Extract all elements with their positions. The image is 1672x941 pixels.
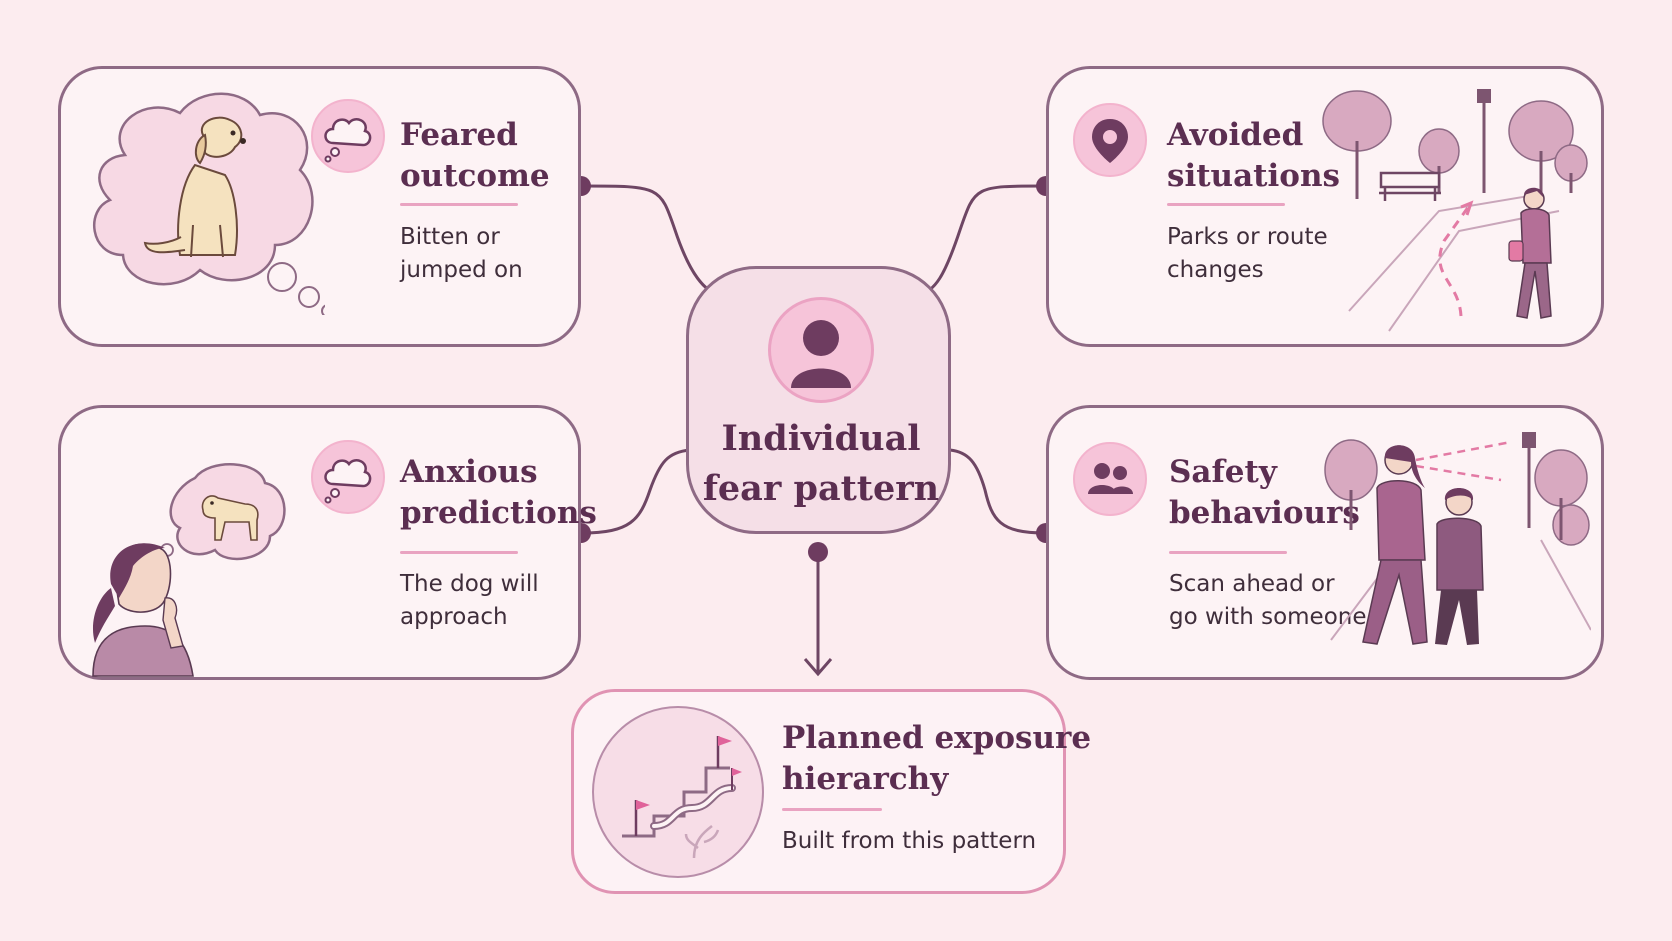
card-title-line1: Safety — [1169, 454, 1277, 490]
card-title-line1: Planned exposure — [782, 720, 1092, 756]
card-description-line2: approach — [400, 604, 508, 630]
card-feared-outcome: Feared outcome Bitten or jumped on — [58, 66, 581, 347]
card-description: Scan ahead or go with someone — [1169, 568, 1367, 634]
card-description-line2: go with someone — [1169, 604, 1367, 630]
divider — [400, 203, 518, 206]
card-description: The dog will approach — [400, 568, 539, 634]
divider — [1167, 203, 1285, 206]
card-title-line2: behaviours — [1169, 495, 1360, 531]
center-title-line1: Individual — [721, 418, 921, 459]
two-people-walking-illustration — [1324, 432, 1591, 645]
card-description-line1: Scan ahead or — [1169, 571, 1335, 597]
person-icon — [92, 543, 194, 677]
card-title-line1: Avoided — [1167, 117, 1304, 153]
arrowhead — [803, 658, 833, 677]
thought-bubble-icon — [311, 440, 385, 514]
card-description: Built from this pattern — [782, 828, 1037, 854]
center-title-line2: fear pattern — [702, 468, 940, 509]
card-description-line1: The dog will — [400, 571, 539, 597]
card-title-line1: Feared — [400, 117, 518, 153]
card-anxious-predictions: Anxious predictions The dog will approac… — [58, 405, 597, 680]
park-walk-illustration — [1322, 89, 1588, 332]
person-imagining-dog-illustration — [92, 463, 286, 677]
person-icon — [768, 297, 874, 403]
card-title-line2: outcome — [400, 158, 550, 194]
dog-thought-cloud-illustration — [93, 92, 325, 315]
card-safety-behaviours: Safety behaviours Scan ahead or go with … — [1046, 405, 1604, 680]
card-title: Anxious predictions — [400, 452, 597, 534]
connector-avoided-situations — [917, 184, 1046, 297]
card-title-line2: situations — [1167, 158, 1340, 194]
card-title: Safety behaviours — [1169, 452, 1360, 534]
card-title-line2: hierarchy — [782, 761, 949, 797]
card-description-line1: Parks or route — [1167, 224, 1328, 250]
card-description: Bitten or jumped on — [400, 221, 523, 287]
card-title: Feared outcome — [400, 115, 550, 197]
card-title-line2: predictions — [400, 495, 597, 531]
card-description-line2: jumped on — [400, 257, 523, 283]
center-title: Individual fear pattern — [671, 414, 971, 514]
thought-bubble-icon — [311, 99, 385, 173]
card-title: Avoided situations — [1167, 115, 1340, 197]
connector-safety-behaviours — [949, 448, 1046, 535]
dog-icon — [143, 116, 243, 258]
walking-person-icon — [1508, 187, 1552, 319]
card-title: Planned exposure hierarchy — [782, 718, 1091, 800]
divider — [400, 551, 518, 554]
divider — [782, 808, 882, 811]
location-pin-icon — [1073, 103, 1147, 177]
person-icon — [1435, 488, 1484, 645]
card-description: Parks or route changes — [1167, 221, 1328, 287]
dog-icon — [201, 495, 259, 541]
divider — [1169, 551, 1287, 554]
person-icon — [1362, 445, 1428, 645]
card-description-line1: Bitten or — [400, 224, 500, 250]
card-planned-exposure-hierarchy: Planned exposure hierarchy Built from th… — [571, 689, 1091, 894]
card-title-line1: Anxious — [400, 454, 538, 490]
connector-anxious-predictions — [581, 448, 691, 535]
connector-feared-outcome — [581, 184, 721, 297]
card-description-line2: changes — [1167, 257, 1264, 283]
node-dot — [808, 542, 828, 562]
center-node: Individual fear pattern — [686, 266, 951, 534]
stepped-path-flags-icon — [592, 706, 764, 878]
card-avoided-situations: Avoided situations Parks or route change… — [1046, 66, 1604, 347]
people-icon — [1073, 442, 1147, 516]
